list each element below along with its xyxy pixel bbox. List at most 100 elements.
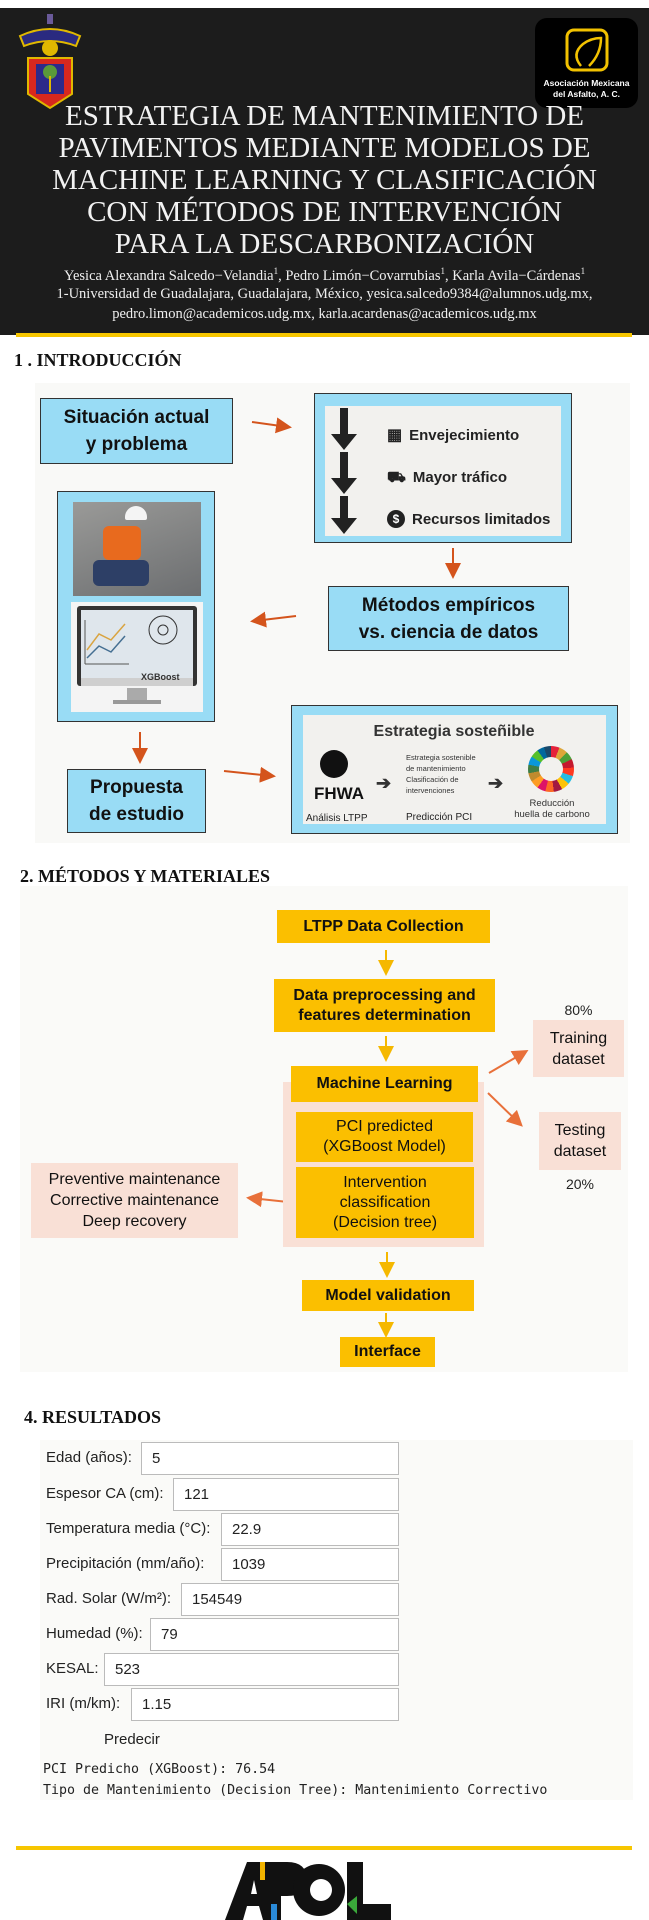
- situacion-line-1: Situación actual: [63, 407, 210, 428]
- factor-aging: Envejecimiento: [409, 426, 520, 444]
- title-line-2: PAVIMENTOS MEDIANTE MODELOS DE: [58, 132, 591, 164]
- field-label: KESAL:: [46, 1660, 99, 1677]
- field-input[interactable]: 79: [150, 1618, 399, 1651]
- affiliation-line-2: pedro.limon@academicos.udg.mx, karla.aca…: [112, 306, 537, 322]
- ltpp-box: LTPP Data Collection: [277, 910, 490, 943]
- validation-box: Model validation: [302, 1280, 474, 1311]
- title-line-4: CON MÉTODOS DE INTERVENCIÓN: [87, 196, 562, 228]
- testing-line-2: dataset: [553, 1143, 607, 1160]
- prediccion-label: Predicción PCI: [406, 812, 473, 823]
- middle-line-4: intervenciones: [406, 786, 455, 795]
- pci-line-2: (XGBoost Model): [323, 1138, 446, 1155]
- udg-logo: [18, 14, 82, 110]
- intervention-line-1: Intervention: [343, 1173, 427, 1191]
- training-line-2: dataset: [552, 1050, 605, 1068]
- field-input[interactable]: 121: [173, 1478, 399, 1511]
- author-1: Yesica Alexandra Salcedo−Velandia: [63, 267, 274, 284]
- pci-box: PCI predicted(XGBoost Model): [296, 1112, 473, 1162]
- intervention-line-2: classification: [339, 1193, 431, 1211]
- preprocessing-line-1: Data preprocessing and: [293, 986, 476, 1004]
- maintenance-corrective: Corrective maintenance: [50, 1192, 219, 1209]
- field-input[interactable]: 5: [141, 1442, 399, 1475]
- poster-header: Asociación Mexicana del Asfalto, A. C. E…: [0, 8, 649, 335]
- arrow-to-maintenance: [246, 1191, 289, 1208]
- intro-heading: 1 . INTRODUCCIÓN: [14, 350, 182, 370]
- preprocessing-line-2: features determination: [298, 1006, 471, 1024]
- testing-box: Testing dataset: [539, 1112, 621, 1170]
- middle-line-3: Clasificación de: [406, 775, 459, 784]
- worker-photo: [73, 502, 201, 596]
- factor-resources: Recursos limitados: [412, 510, 551, 528]
- arrow-propuesta-to-estrategia: [223, 766, 276, 783]
- field-label: Edad (años):: [46, 1449, 132, 1466]
- affiliation-line-1: 1-Universidad de Guadalajara, Guadalajar…: [56, 286, 593, 302]
- amaac-logo: Asociación Mexicana del Asfalto, A. C.: [535, 18, 638, 108]
- methods-heading: 2. MÉTODOS Y MATERIALES: [20, 866, 271, 886]
- predict-button[interactable]: Predecir: [104, 1731, 160, 1748]
- title-line-5: PARA LA DESCARBONIZACIÓN: [114, 228, 535, 260]
- training-line-1: Training: [549, 1029, 608, 1047]
- field-input[interactable]: 1.15: [131, 1688, 399, 1721]
- pci-output: PCI Predicho (XGBoost): 76.54: [43, 1762, 276, 1777]
- preprocessing-box: Data preprocessing and features determina…: [274, 979, 495, 1032]
- arrow-metodos-to-images: [250, 611, 297, 628]
- estrategia-title: Estrategia sosteñible: [373, 723, 535, 740]
- results-heading: 4. RESULTADOS: [24, 1407, 162, 1427]
- testing-line-1: Testing: [554, 1122, 606, 1139]
- intervention-line-3: (Decision tree): [332, 1213, 438, 1231]
- estrategia-box: Estrategia sosteñible FHWA Análisis LTPP…: [291, 705, 618, 834]
- calendar-icon: ▦: [387, 426, 403, 444]
- field-input[interactable]: 22.9: [221, 1513, 399, 1546]
- author-2: Pedro Limón−Covarrubias: [285, 267, 441, 284]
- amaac-logo-mark: [565, 28, 609, 72]
- field-label: IRI (m/km):: [46, 1695, 121, 1712]
- situacion-box: Situación actual y problema: [40, 398, 233, 464]
- metodos-line-1: Métodos empíricos: [361, 594, 536, 616]
- middle-line-2: de mantenimiento: [406, 764, 466, 773]
- middle-line-1: Estrategia sostenible: [406, 753, 476, 762]
- monitor-image: XGBoost: [71, 602, 203, 712]
- factor-traffic: Mayor tráfico: [412, 468, 508, 486]
- fhwa-logo-icon: [320, 750, 348, 778]
- arrow-right-icon: ➔: [376, 773, 392, 793]
- amaac-name-line1: Asociación Mexicana: [543, 78, 630, 88]
- field-label: Rad. Solar (W/m²):: [46, 1590, 172, 1607]
- propuesta-line-1: Propuesta: [90, 777, 183, 798]
- sdg-wheel-icon: [528, 746, 574, 792]
- field-label: Humedad (%):: [46, 1625, 143, 1642]
- ml-box: Machine Learning: [291, 1066, 478, 1102]
- dollar-icon: $: [387, 510, 405, 528]
- maintenance-preventive: Preventive maintenance: [48, 1171, 221, 1188]
- author-3: Karla Avila−Cárdenas: [452, 267, 581, 284]
- arrow-to-testing: [487, 1092, 523, 1127]
- authors: Yesica Alexandra Salcedo−Velandia1, Pedr…: [63, 266, 586, 284]
- amaac-name-line2: del Asfalto, A. C.: [553, 89, 620, 99]
- fhwa-label: FHWA: [314, 784, 365, 803]
- maintenance-type-output: Tipo de Mantenimiento (Decision Tree): M…: [43, 1783, 548, 1798]
- field-input[interactable]: 523: [104, 1653, 399, 1686]
- reduccion-line-1: Reducción: [529, 798, 575, 809]
- training-percent: 80%: [564, 1002, 593, 1018]
- situacion-line-2: y problema: [85, 434, 188, 455]
- header-divider: [16, 333, 632, 337]
- arrow-to-training: [488, 1049, 529, 1074]
- maintenance-deep-recovery: Deep recovery: [82, 1213, 187, 1230]
- title-line-3: MACHINE LEARNING Y CLASIFICACIÓN: [52, 164, 597, 196]
- factors-box: ▦ Envejecimiento ⛟ Mayor tráfico $ Recursos…: [314, 393, 572, 543]
- field-input[interactable]: 1039: [221, 1548, 399, 1581]
- training-box: Training dataset: [533, 1020, 624, 1077]
- arrow-right-icon: ➔: [488, 773, 504, 793]
- author-sup: 1: [440, 266, 446, 276]
- truck-icon: ⛟: [387, 468, 406, 486]
- field-label: Temperatura media (°C):: [46, 1520, 211, 1537]
- author-sup: 1: [580, 266, 586, 276]
- analisis-label: Análisis LTPP: [306, 813, 368, 824]
- footer-divider: [16, 1846, 632, 1850]
- monitor-icon: [77, 606, 197, 704]
- author-sup: 1: [273, 266, 279, 276]
- field-input[interactable]: 154549: [181, 1583, 399, 1616]
